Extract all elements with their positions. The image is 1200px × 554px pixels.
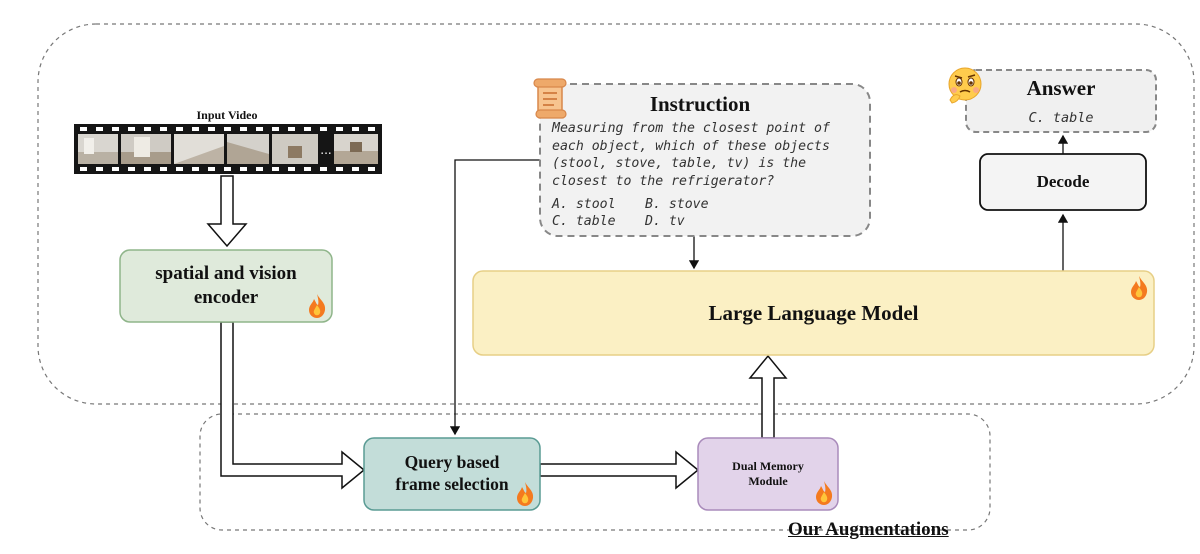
memory-to-llm-arrow bbox=[748, 354, 788, 439]
decode-box: Decode bbox=[980, 154, 1146, 210]
query-box-shape bbox=[363, 437, 541, 511]
answer-title: Answer bbox=[1026, 76, 1096, 100]
instruction-question: Measuring from the closest point of each… bbox=[552, 121, 830, 189]
llm-box-shape bbox=[472, 270, 1155, 356]
memory-label-line2: Module bbox=[748, 474, 788, 488]
llm-box: Large Language Model bbox=[473, 271, 1154, 355]
instruction-title: Instruction bbox=[649, 92, 751, 116]
option-a: A. stool bbox=[552, 197, 616, 212]
instruction-box-shape bbox=[539, 83, 871, 237]
ellipsis-text: ... bbox=[320, 143, 331, 157]
encoder-to-query-arrow bbox=[220, 321, 366, 490]
memory-box-shape bbox=[697, 437, 839, 511]
encoder-label-line2: encoder bbox=[193, 287, 259, 308]
video-frames bbox=[78, 134, 378, 164]
option-b: B. stove bbox=[645, 197, 709, 212]
fire-icon bbox=[517, 482, 534, 506]
fire-icon bbox=[309, 294, 326, 318]
memory-label-line1: Dual Memory bbox=[732, 459, 804, 473]
answer-box-shape bbox=[965, 69, 1157, 133]
encoder-box-shape bbox=[119, 249, 333, 323]
sprocket-holes-bottom bbox=[80, 167, 375, 171]
scroll-icon bbox=[533, 78, 567, 119]
query-to-memory-arrow bbox=[539, 450, 700, 490]
fire-icon bbox=[1131, 276, 1148, 300]
input-video-label: Input Video bbox=[196, 108, 258, 122]
answer-value: C. table bbox=[1028, 110, 1094, 126]
sprocket-holes-top bbox=[80, 127, 375, 131]
dual-memory-box: Dual Memory Module bbox=[698, 438, 838, 510]
fire-icon bbox=[816, 481, 833, 505]
decode-box-shape bbox=[979, 153, 1147, 211]
encoder-label-line1: spatial and vision bbox=[155, 263, 297, 285]
encoder-box: spatial and vision encoder bbox=[120, 250, 332, 322]
option-c: C. table bbox=[552, 214, 616, 229]
instruction-to-query-line bbox=[449, 159, 540, 436]
video-to-encoder-arrow bbox=[206, 175, 248, 248]
augmentations-label: Our Augmentations bbox=[788, 519, 949, 540]
thinking-face-icon bbox=[948, 67, 982, 104]
query-label-line2: frame selection bbox=[395, 474, 509, 494]
augmentations-frame bbox=[199, 413, 991, 531]
input-video-filmstrip: ... bbox=[74, 124, 382, 174]
query-frame-box: Query based frame selection bbox=[364, 438, 540, 510]
main-pipeline-frame bbox=[37, 23, 1195, 405]
decode-label: Decode bbox=[1036, 172, 1090, 192]
llm-label: Large Language Model bbox=[708, 300, 919, 325]
query-label-line1: Query based bbox=[404, 452, 500, 473]
option-d: D. tv bbox=[645, 214, 685, 229]
